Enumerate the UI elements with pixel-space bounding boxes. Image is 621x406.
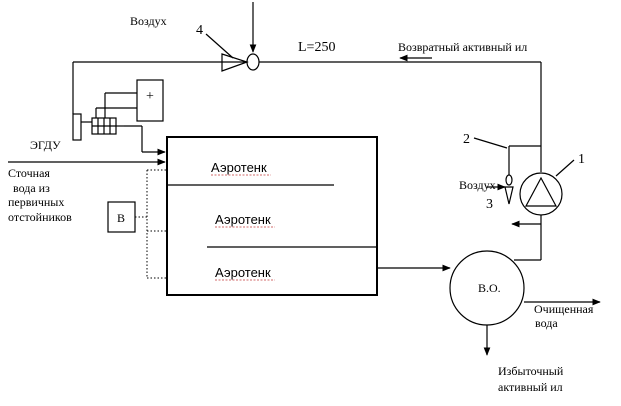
leader-4 <box>205 33 234 59</box>
power-unit-plus: + <box>146 89 154 104</box>
num-3: 3 <box>486 197 493 212</box>
leader-2 <box>473 137 508 149</box>
aerotank-label-2: Аэротенк <box>215 212 271 227</box>
num-2: 2 <box>463 132 470 147</box>
box-b-label: В <box>117 211 125 225</box>
pump-1 <box>519 172 563 216</box>
power-unit <box>136 79 164 122</box>
air-side-label: Воздух <box>459 178 496 192</box>
recycle-length-label: L=250 <box>298 40 335 55</box>
wastewater-label: Сточная вода из первичных отстойников <box>8 166 72 224</box>
num-4: 4 <box>196 23 203 38</box>
egdu-label: ЭГДУ <box>30 138 61 152</box>
egdu-device <box>72 113 82 141</box>
settler-label: В.О. <box>478 281 501 295</box>
return-sludge-label: Возвратный активный ил <box>398 40 527 54</box>
air-top-label: Воздух <box>130 14 167 28</box>
airlift-3 <box>505 174 513 186</box>
ejector-4 <box>221 53 249 72</box>
pump-1-triangle <box>524 176 558 207</box>
num-1: 1 <box>578 152 585 167</box>
aerotank-block <box>166 136 378 296</box>
aerotank-label-3: Аэротенк <box>215 265 271 280</box>
excess-sludge-label: Избыточный активный ил <box>498 364 566 394</box>
aerotank-label-1: Аэротенк <box>211 160 267 175</box>
leader-1 <box>555 159 575 177</box>
ejector-4-bulb <box>246 53 260 71</box>
treated-water-label: Очищенная вода <box>534 302 596 330</box>
